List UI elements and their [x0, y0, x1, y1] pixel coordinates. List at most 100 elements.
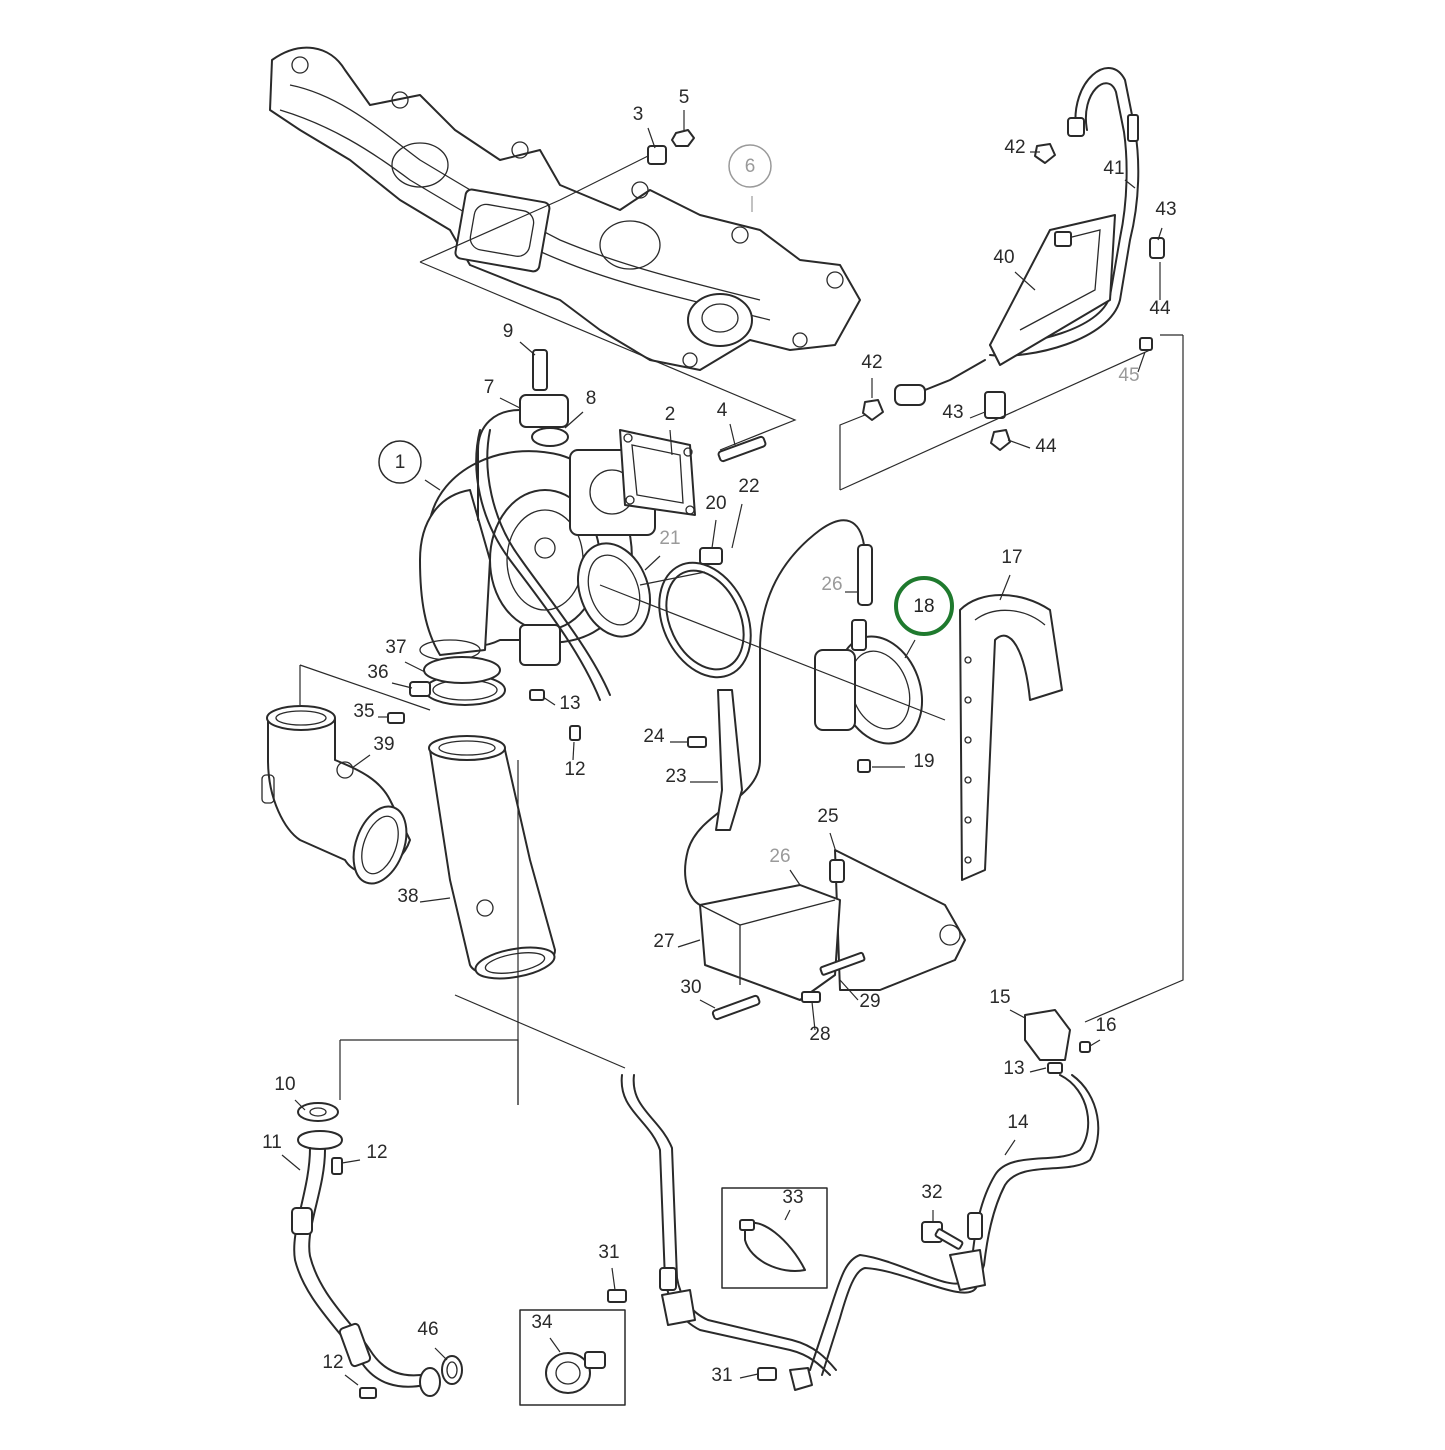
callout-leader-l29 — [839, 979, 859, 1001]
callout-label-l28: 28 — [809, 1024, 830, 1045]
sleeve-and-nut — [647, 129, 695, 165]
heat-shield — [959, 594, 1063, 881]
callout-leader-l7 — [499, 397, 521, 409]
callout-label-l13b: 13 — [1003, 1058, 1024, 1079]
callout-leader-l33 — [784, 1209, 791, 1221]
callout-leader-l38 — [419, 897, 451, 903]
callout-leader-l44b — [1007, 439, 1031, 449]
callout-label-l39: 39 — [373, 734, 394, 755]
callout-label-l29: 29 — [859, 991, 880, 1012]
callout-circle-l18 — [894, 576, 954, 636]
lower-center-pipe — [607, 1074, 837, 1391]
callout-leader-l26b — [789, 869, 801, 886]
callout-leader-l39 — [351, 754, 371, 769]
callout-label-l12a: 12 — [564, 759, 585, 780]
callout-label-l13a: 13 — [559, 693, 580, 714]
detail-box-33 — [721, 1187, 828, 1289]
callout-label-l36: 36 — [367, 662, 388, 683]
callout-label-l5: 5 — [679, 87, 690, 108]
oil-feed-fitting — [477, 349, 569, 521]
oil-feed-pipe-lower — [291, 1102, 463, 1399]
compressor-elbow-pipe — [261, 705, 411, 885]
callout-leader-l11 — [281, 1154, 301, 1171]
exhaust-manifold — [269, 46, 861, 371]
callout-label-l9: 9 — [503, 321, 514, 342]
callout-leader-l4 — [729, 423, 736, 446]
callout-label-l31b: 31 — [711, 1365, 732, 1386]
callout-label-l21: 21 — [659, 528, 680, 549]
callout-label-l12b: 12 — [366, 1142, 387, 1163]
callout-leader-l46 — [434, 1347, 448, 1361]
callout-leader-l15 — [1009, 1009, 1026, 1019]
callout-leader-l22 — [731, 503, 743, 549]
callout-label-l6: 6 — [745, 156, 756, 177]
callout-label-l34: 34 — [531, 1312, 553, 1333]
callout-label-l18: 18 — [913, 596, 934, 617]
callout-label-l42a: 42 — [1004, 137, 1025, 158]
bolt-32 — [921, 1221, 964, 1250]
callout-labels: 1234567891011121212131314151617181920212… — [262, 87, 1176, 1386]
callout-label-l43b: 43 — [942, 402, 963, 423]
exhaust-throttle-flange — [814, 619, 924, 773]
callout-leader-l13b — [1029, 1067, 1047, 1073]
callout-leader-l21 — [644, 555, 661, 571]
callout-label-l44b: 44 — [1035, 436, 1057, 457]
callout-circle-l1 — [378, 440, 422, 484]
oil-return-pipe — [809, 1074, 1100, 1376]
callout-leader-l20 — [711, 519, 717, 549]
callout-leader-l37 — [404, 661, 426, 673]
callout-leader-l14 — [1004, 1139, 1016, 1156]
callout-leader-l8 — [564, 411, 584, 429]
detail-box-34 — [519, 1309, 626, 1406]
callout-label-l10: 10 — [274, 1074, 295, 1095]
callout-label-l35: 35 — [353, 701, 374, 722]
small-bolts — [387, 337, 1153, 748]
callout-leader-l34 — [549, 1337, 561, 1353]
sensor-bracket — [715, 689, 743, 831]
turbo-flange-gasket — [619, 429, 696, 516]
callout-leader-l31b — [739, 1373, 759, 1379]
callout-leaders — [281, 110, 1163, 1386]
manifold-reference-lines — [419, 154, 797, 451]
callout-label-l43a: 43 — [1155, 199, 1176, 220]
callout-leader-l45 — [1137, 351, 1146, 373]
return-line-fitting — [1024, 1009, 1091, 1074]
callout-label-l44a: 44 — [1149, 298, 1171, 319]
bracket-reference-lines — [839, 334, 1184, 1023]
callout-leader-l12b — [341, 1159, 361, 1164]
callout-label-l42b: 42 — [861, 352, 882, 373]
callout-leader-l9 — [519, 341, 536, 356]
callout-label-l45: 45 — [1118, 365, 1139, 386]
callout-leader-l12c — [344, 1374, 359, 1386]
callout-label-l8: 8 — [586, 388, 597, 409]
callout-label-l41: 41 — [1103, 158, 1124, 179]
callout-leader-l16 — [1089, 1039, 1101, 1047]
callout-label-l37: 37 — [385, 637, 406, 658]
wastegate-line-bracket — [862, 67, 1165, 451]
callout-label-l2: 2 — [665, 404, 676, 425]
callout-leader-l3 — [647, 127, 656, 149]
callout-leader-l12a — [572, 741, 575, 761]
callout-label-l22: 22 — [738, 476, 759, 497]
callout-leader-l43a — [1157, 227, 1163, 241]
callout-leader-l31a — [611, 1267, 616, 1291]
callout-leader-l30 — [699, 999, 716, 1009]
callout-label-l46: 46 — [417, 1319, 438, 1340]
compressor-outlet-clamp — [409, 656, 506, 706]
callout-label-l16: 16 — [1095, 1015, 1116, 1036]
callout-label-l14: 14 — [1007, 1112, 1029, 1133]
callout-label-l4: 4 — [717, 400, 728, 421]
callout-circle-l6 — [728, 144, 772, 188]
callout-label-l33: 33 — [782, 1187, 803, 1208]
callout-label-l23: 23 — [665, 766, 686, 787]
callout-leader-l10 — [294, 1099, 306, 1111]
callout-label-l19: 19 — [913, 751, 934, 772]
callout-label-l26b: 26 — [769, 846, 790, 867]
callout-label-l26a: 26 — [821, 574, 842, 595]
callout-label-l31a: 31 — [598, 1242, 619, 1263]
callout-label-l17: 17 — [1001, 547, 1022, 568]
stud — [717, 435, 767, 463]
callout-label-l1: 1 — [395, 452, 406, 473]
control-unit — [699, 849, 966, 1001]
